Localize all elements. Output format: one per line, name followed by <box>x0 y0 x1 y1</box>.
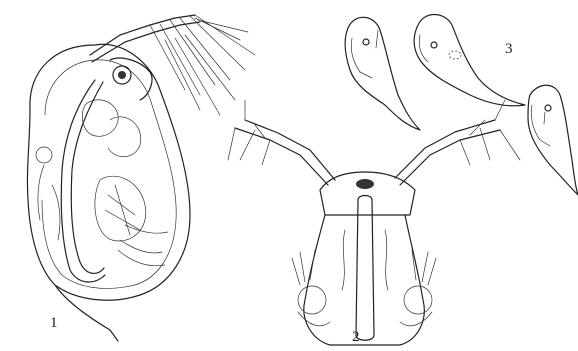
figure-2-ventral-view <box>228 100 520 345</box>
figure-label-2: 2 <box>352 330 360 345</box>
figure-3-shapes <box>345 14 578 195</box>
figure-1-daphnia <box>27 15 255 341</box>
figure-label-3: 3 <box>505 42 513 57</box>
figure-label-1: 1 <box>50 316 58 331</box>
